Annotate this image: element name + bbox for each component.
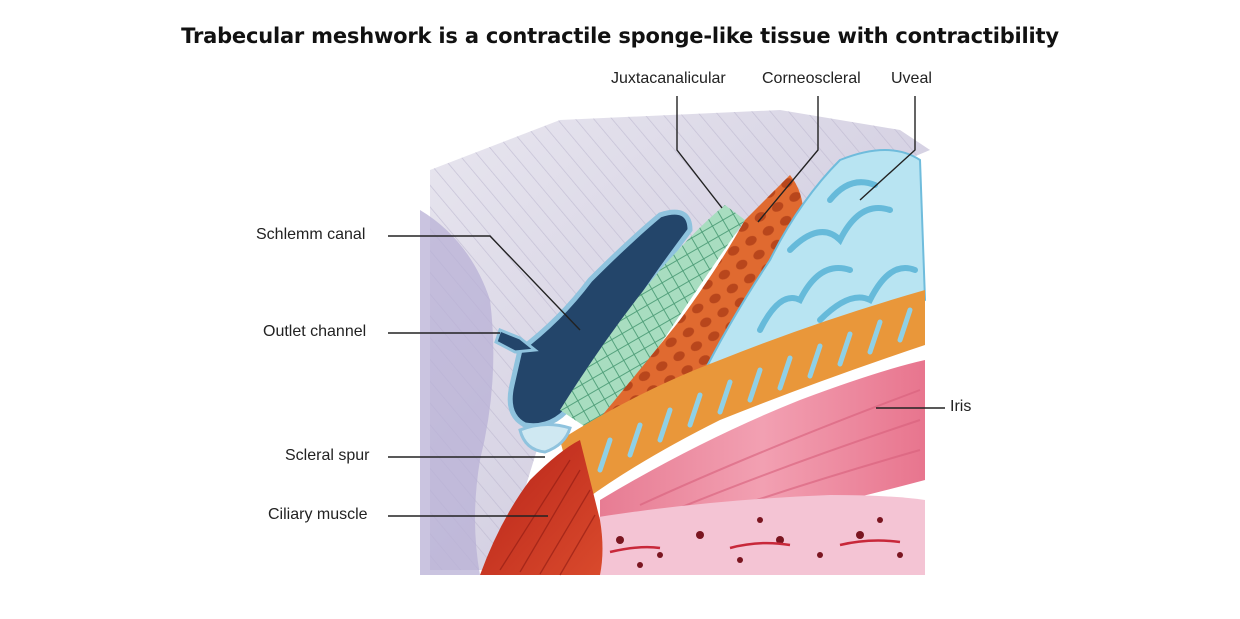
leader-corneoscleral bbox=[757, 96, 819, 223]
leader-schlemm-canal bbox=[388, 235, 581, 331]
label-iris: Iris bbox=[950, 398, 972, 415]
leader-juxtacanalicular bbox=[676, 96, 723, 209]
label-scleral-spur: Scleral spur bbox=[285, 447, 370, 464]
ciliary-body bbox=[580, 495, 925, 575]
ciliary-muscle-shape bbox=[480, 440, 603, 575]
ciliary-band bbox=[560, 290, 925, 500]
slide-title: Trabecular meshwork is a contractile spo… bbox=[181, 24, 1059, 48]
iris-shape bbox=[600, 360, 925, 540]
label-schlemm-canal: Schlemm canal bbox=[256, 226, 366, 243]
label-uveal: Uveal bbox=[891, 70, 932, 87]
label-ciliary-muscle: Ciliary muscle bbox=[268, 506, 368, 523]
label-juxtacanalicular: Juxtacanalicular bbox=[611, 70, 726, 87]
leader-uveal bbox=[859, 96, 916, 201]
sclera-wash bbox=[420, 210, 494, 575]
outlet-channel-shape bbox=[494, 328, 539, 354]
scleral-spur-shape bbox=[518, 423, 572, 454]
label-corneoscleral: Corneoscleral bbox=[762, 70, 861, 87]
label-outlet-channel: Outlet channel bbox=[263, 323, 367, 340]
